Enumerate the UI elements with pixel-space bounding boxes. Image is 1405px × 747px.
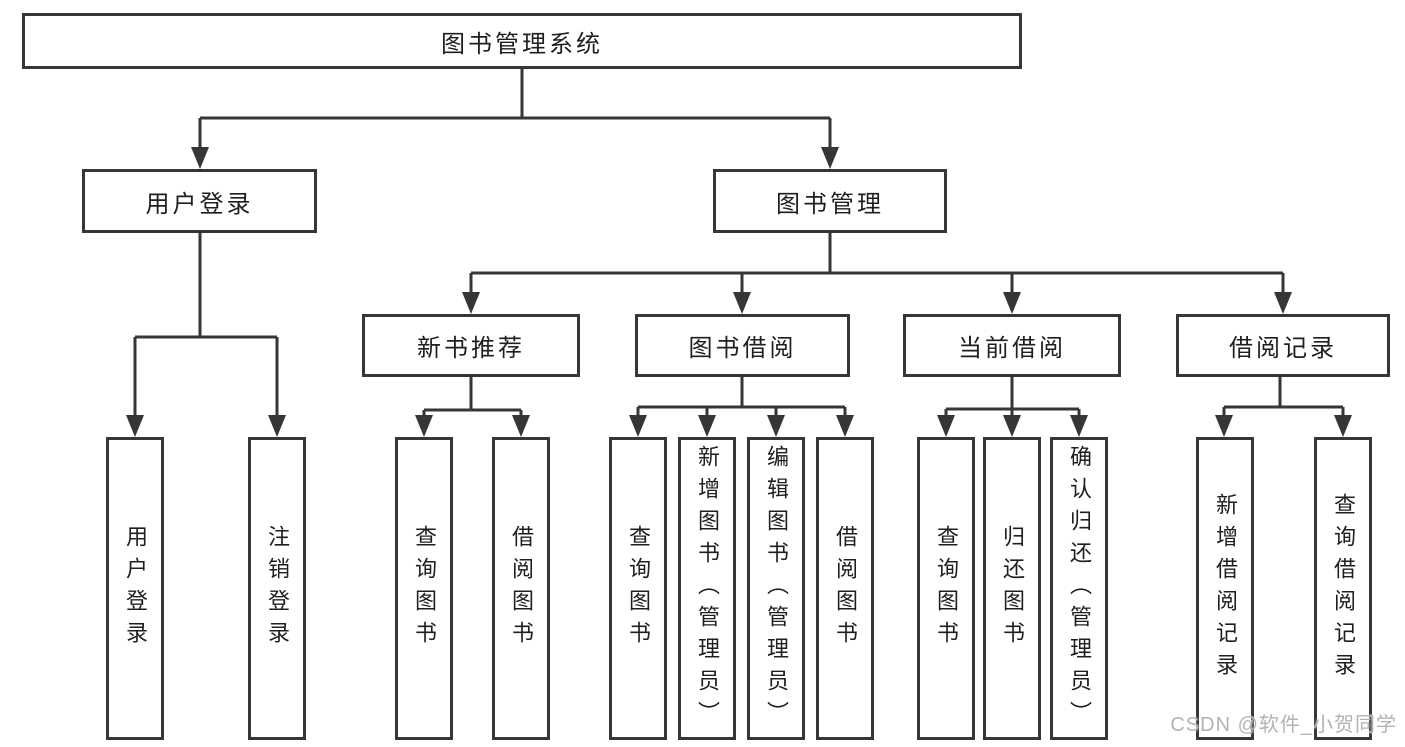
leaf-borrowing-query-book: 查询图书: [609, 437, 667, 740]
leaf-current-return-book: 归还图书: [983, 437, 1041, 740]
leaf-records-add-borrow-record: 新增借阅记录: [1196, 437, 1254, 740]
leaf-user-login: 用户登录: [106, 437, 164, 740]
node-label: 图书管理系统: [441, 30, 603, 58]
leaf-borrowing-add-book-admin: 新增图书（管理员）: [678, 437, 736, 740]
node-label: 归还图书: [1000, 524, 1025, 653]
leaf-borrowing-edit-book-admin: 编辑图书（管理员）: [747, 437, 805, 740]
node-label: 图书借阅: [688, 335, 797, 362]
node-current-borrowing: 当前借阅: [903, 314, 1121, 377]
node-label: 查询借阅记录: [1331, 492, 1356, 685]
node-borrowing-records: 借阅记录: [1176, 314, 1390, 377]
node-label: 查询图书: [626, 524, 651, 653]
node-label: 编辑图书（管理员）: [764, 444, 789, 733]
leaf-recommend-borrow-book: 借阅图书: [492, 437, 550, 740]
node-label: 查询图书: [412, 524, 437, 653]
leaf-records-query-borrow-record: 查询借阅记录: [1314, 437, 1372, 740]
leaf-current-confirm-return-admin: 确认归还（管理员）: [1050, 437, 1108, 740]
leaf-borrowing-borrow-book: 借阅图书: [816, 437, 874, 740]
connector-stems: [133, 69, 1345, 418]
node-label: 借阅图书: [509, 524, 534, 653]
node-label: 查询图书: [934, 524, 959, 653]
node-book-management: 图书管理: [713, 169, 947, 233]
node-label: 用户登录: [123, 524, 148, 653]
node-label: 图书管理: [776, 190, 884, 218]
node-label: 借阅记录: [1229, 335, 1337, 362]
node-label: 新增借阅记录: [1213, 492, 1238, 685]
node-label: 当前借阅: [958, 335, 1066, 362]
node-library-system: 图书管理系统: [22, 13, 1022, 69]
node-label: 借阅图书: [833, 524, 858, 653]
node-label: 确认归还（管理员）: [1067, 444, 1092, 733]
watermark: CSDN @软件_小贺同学: [1170, 714, 1397, 736]
node-new-book-recommendation: 新书推荐: [362, 314, 580, 377]
leaf-recommend-query-book: 查询图书: [395, 437, 453, 740]
arrowheads: [126, 147, 1352, 437]
leaf-logout: 注销登录: [248, 437, 306, 740]
leaf-current-query-book: 查询图书: [917, 437, 975, 740]
node-book-borrowing: 图书借阅: [635, 314, 850, 377]
node-label: 新增图书（管理员）: [695, 444, 720, 733]
node-label: 用户登录: [145, 190, 254, 218]
node-user-login: 用户登录: [82, 169, 317, 233]
node-label: 注销登录: [265, 524, 290, 653]
node-label: 新书推荐: [417, 335, 525, 362]
